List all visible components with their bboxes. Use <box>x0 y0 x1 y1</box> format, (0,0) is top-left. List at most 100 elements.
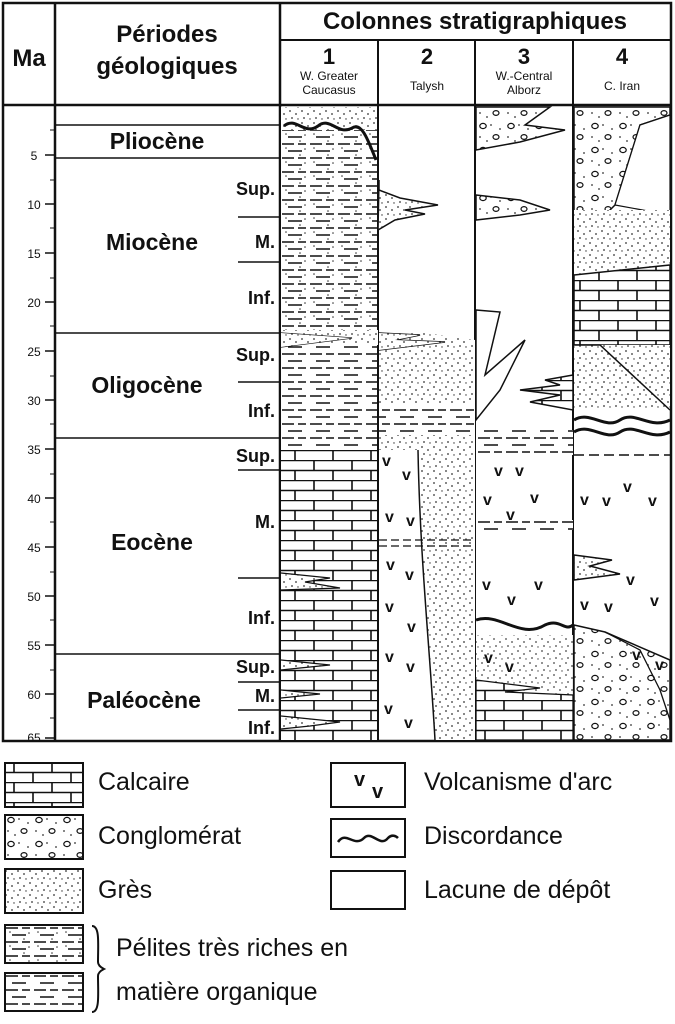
sandy-shale-swatch <box>4 924 84 964</box>
column-1-name: W. Greater <box>300 69 358 83</box>
legend-discordance: Discordance <box>424 822 563 850</box>
hiatus-swatch <box>330 870 406 910</box>
unconformity-mark <box>573 427 671 437</box>
column-2-number: 2 <box>421 44 433 69</box>
svg-text:v: v <box>580 492 589 509</box>
unconformity-swatch <box>330 818 406 858</box>
svg-text:v: v <box>372 781 384 803</box>
ma-tick-label: 40 <box>27 492 41 506</box>
legend-pelites-line2: matière organique <box>116 978 318 1006</box>
ma-tick-label: 15 <box>27 247 41 261</box>
ma-label: Ma <box>12 45 46 72</box>
sub-epoch-label: M. <box>255 686 275 706</box>
svg-text:v: v <box>482 577 491 594</box>
legend-conglomerat: Conglomérat <box>98 822 242 850</box>
svg-text:v: v <box>385 509 394 526</box>
svg-text:v: v <box>402 467 411 484</box>
column-3-name-line2: Alborz <box>507 83 541 97</box>
svg-text:v: v <box>484 650 493 667</box>
svg-text:v: v <box>626 572 635 589</box>
brace-icon <box>91 925 107 1013</box>
column-4-lithology <box>573 106 671 741</box>
ma-tick-label: 20 <box>27 296 41 310</box>
svg-text:v: v <box>406 513 415 530</box>
sub-epoch-label: Sup. <box>236 345 275 365</box>
svg-text:v: v <box>632 647 641 664</box>
svg-text:v: v <box>507 592 516 609</box>
svg-text:v: v <box>407 619 416 636</box>
svg-text:v: v <box>404 715 413 732</box>
svg-text:v: v <box>385 649 394 666</box>
conglomerate-swatch <box>4 814 84 860</box>
shale-swatch <box>4 972 84 1012</box>
svg-text:v: v <box>483 492 492 509</box>
ma-tick-label: 30 <box>27 394 41 408</box>
ma-tick-label: 45 <box>27 541 41 555</box>
ma-axis: 5 10 15 20 25 30 35 40 45 50 55 60 65 <box>27 129 55 745</box>
unconformity-mark <box>573 415 671 425</box>
columns-title: Colonnes stratigraphiques <box>323 8 627 35</box>
column-1-name-line2: Caucasus <box>302 83 355 97</box>
svg-text:v: v <box>505 659 514 676</box>
svg-text:v: v <box>506 507 515 524</box>
ma-tick-label: 35 <box>27 443 41 457</box>
ma-tick-label: 10 <box>27 198 41 212</box>
svg-text:v: v <box>405 567 414 584</box>
volcanism-swatch: v v <box>330 762 406 808</box>
svg-text:v: v <box>406 659 415 676</box>
svg-text:v: v <box>650 593 659 610</box>
svg-text:v: v <box>384 701 393 718</box>
column-3-name: W.-Central <box>496 69 553 83</box>
svg-text:v: v <box>382 453 391 470</box>
column-3-lithology <box>475 106 574 741</box>
unconformity-mark <box>283 121 378 161</box>
column-2-name: Talysh <box>410 79 444 93</box>
ma-tick-label: 55 <box>27 639 41 653</box>
ma-tick-label: 60 <box>27 688 41 702</box>
periods-title-line1: Périodes <box>116 21 217 48</box>
legend: Calcaire Conglomérat Grès Pélites très r… <box>0 756 675 1024</box>
stratigraphic-chart: Ma Périodes géologiques Colonnes stratig… <box>1 1 673 745</box>
legend-calcaire: Calcaire <box>98 768 190 796</box>
sandstone-swatch <box>4 868 84 914</box>
legend-lacune: Lacune de dépôt <box>424 876 611 904</box>
sub-epoch-label: Sup. <box>236 179 275 199</box>
legend-pelites-line1: Pélites très riches en <box>116 934 349 962</box>
ma-tick-label: 25 <box>27 345 41 359</box>
ma-tick-label: 65 <box>27 731 41 745</box>
sub-epoch-label: Inf. <box>248 718 275 738</box>
periods-title-line2: géologiques <box>96 53 237 80</box>
sub-epoch-label: Inf. <box>248 288 275 308</box>
svg-text:v: v <box>386 557 395 574</box>
legend-gres: Grès <box>98 876 153 904</box>
svg-text:v: v <box>354 769 366 791</box>
epoch-pliocene: Pliocène <box>110 128 205 154</box>
svg-text:v: v <box>494 463 503 480</box>
svg-text:v: v <box>602 493 611 510</box>
column-4-name: C. Iran <box>604 79 640 93</box>
epoch-boundaries <box>55 124 280 711</box>
sub-epoch-label: Sup. <box>236 657 275 677</box>
svg-text:v: v <box>534 577 543 594</box>
svg-text:v: v <box>655 657 664 674</box>
epoch-paleocene: Paléocène <box>87 687 201 713</box>
chart-frame <box>1 1 673 743</box>
sub-epoch-label: M. <box>255 232 275 252</box>
svg-text:v: v <box>580 597 589 614</box>
svg-text:v: v <box>530 490 539 507</box>
svg-text:v: v <box>648 493 657 510</box>
sub-epoch-label: Inf. <box>248 608 275 628</box>
ma-tick-label: 50 <box>27 590 41 604</box>
sub-epoch-label: Inf. <box>248 401 275 421</box>
svg-text:v: v <box>604 599 613 616</box>
legend-volcanisme: Volcanisme d'arc <box>424 768 613 796</box>
epoch-oligocene: Oligocène <box>91 372 202 398</box>
column-2-lithology <box>377 179 475 741</box>
svg-text:v: v <box>385 599 394 616</box>
unconformity-mark <box>475 617 574 631</box>
epoch-eocene: Eocène <box>111 529 193 555</box>
column-1-number: 1 <box>323 44 335 69</box>
sub-epoch-label: Sup. <box>236 446 275 466</box>
epoch-miocene: Miocène <box>106 229 198 255</box>
